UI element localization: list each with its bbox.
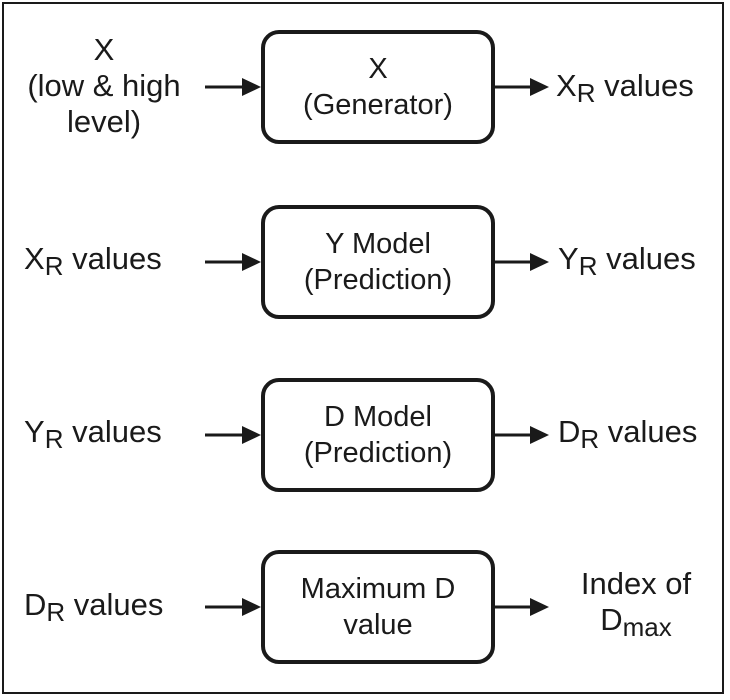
output-label-row2: YR values <box>558 241 696 281</box>
output-line2: Dmax <box>600 602 672 642</box>
input-label-row1: X (low & high level) <box>14 32 194 140</box>
input-label-row2: XR values <box>24 241 162 281</box>
input-label-line3: level) <box>66 104 142 139</box>
output-line1: Index of <box>580 566 692 601</box>
y-model-box: Y Model (Prediction) <box>261 205 495 319</box>
box-subtitle: (Generator) <box>303 89 453 121</box>
output-label-row4: Index of Dmax <box>570 566 702 642</box>
output-label-row3: DR values <box>558 414 698 454</box>
input-label-row3: YR values <box>24 414 162 454</box>
input-label-line1: X <box>93 32 115 67</box>
input-label-line2: (low & high <box>27 68 181 103</box>
diagram-frame <box>2 2 724 694</box>
box-title: Y Model <box>325 228 431 260</box>
box-title: Maximum D <box>300 573 456 605</box>
box-subtitle: (Prediction) <box>303 264 453 296</box>
generator-box: X (Generator) <box>261 30 495 144</box>
box-title: D Model <box>324 401 432 433</box>
box-title: X <box>368 53 388 85</box>
box-subtitle: (Prediction) <box>303 437 453 469</box>
maximum-d-box: Maximum D value <box>261 550 495 664</box>
output-label-row1: XR values <box>556 68 694 108</box>
d-model-box: D Model (Prediction) <box>261 378 495 492</box>
box-subtitle: value <box>343 609 413 641</box>
input-label-row4: DR values <box>24 587 164 627</box>
